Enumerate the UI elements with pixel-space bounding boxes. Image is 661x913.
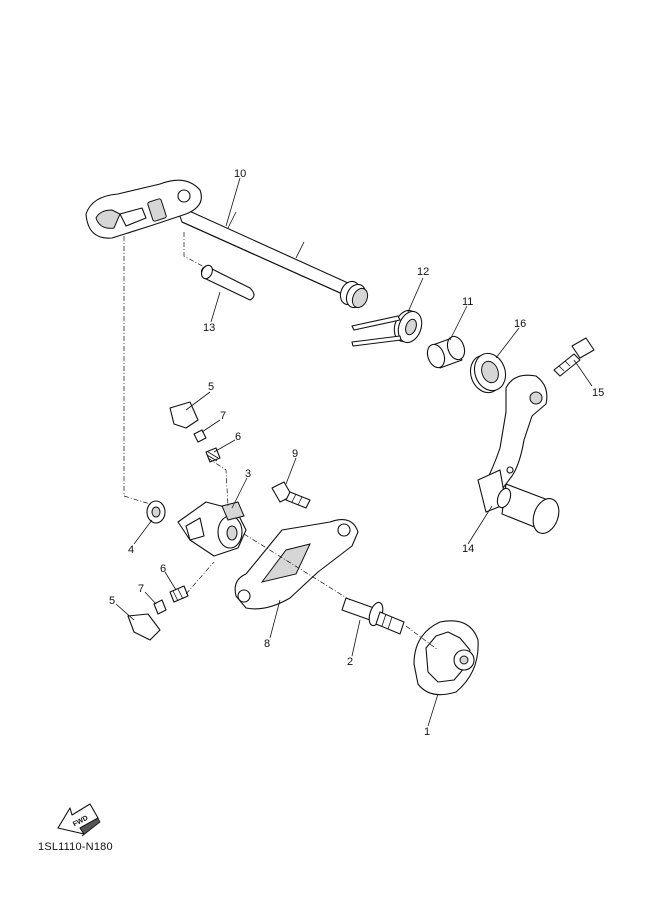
callout-3: 3	[245, 468, 251, 480]
callout-14: 14	[462, 543, 474, 555]
callout-11: 11	[462, 296, 473, 308]
pin-part-7-upper	[193, 429, 207, 443]
shift-segment-part-3	[177, 501, 247, 557]
callout-12: 12	[417, 266, 429, 278]
washer-part-4	[146, 500, 166, 524]
stopper-bolt-part-2	[341, 597, 405, 635]
callout-5-upper: 5	[208, 381, 214, 393]
callout-2: 2	[347, 656, 353, 668]
callout-15: 15	[592, 387, 604, 399]
bolt-part-9	[271, 481, 311, 509]
shift-shaft-part-10	[85, 179, 369, 309]
pin-part-13	[200, 264, 255, 301]
fwd-arrow-icon: FWD	[57, 803, 101, 837]
shift-pedal-part-14	[477, 374, 560, 534]
bolt-part-15	[553, 337, 595, 377]
callout-10: 10	[234, 168, 246, 180]
spring-part-6-lower	[169, 585, 189, 603]
stopper-part-5-lower	[127, 613, 161, 641]
assembly-lines	[123, 232, 439, 651]
stopper-part-5-upper	[169, 401, 199, 429]
segment-part-1	[413, 620, 479, 696]
callout-6-upper: 6	[235, 431, 241, 443]
callout-6-lower: 6	[160, 563, 166, 575]
callout-1: 1	[424, 726, 430, 738]
collar-part-11	[426, 335, 466, 369]
pin-part-7-lower	[153, 599, 167, 615]
callout-13: 13	[203, 322, 215, 334]
guide-plate-part-8	[234, 519, 359, 610]
leader-lines	[115, 177, 593, 727]
callout-5-lower: 5	[109, 595, 115, 607]
callout-16: 16	[514, 318, 526, 330]
oil-seal-part-16	[469, 352, 507, 394]
callout-4: 4	[128, 544, 134, 556]
torsion-spring-part-12	[351, 309, 423, 347]
callout-7-upper: 7	[220, 410, 226, 422]
callout-7-lower: 7	[138, 583, 144, 595]
callout-labels: 10 13 12 11 16 15 5 7 6 3 9 4 14 6 7 5 8…	[109, 168, 604, 738]
diagram-code: 1SL1110-N180	[38, 841, 113, 853]
callout-9: 9	[292, 448, 298, 460]
callout-8: 8	[264, 638, 270, 650]
